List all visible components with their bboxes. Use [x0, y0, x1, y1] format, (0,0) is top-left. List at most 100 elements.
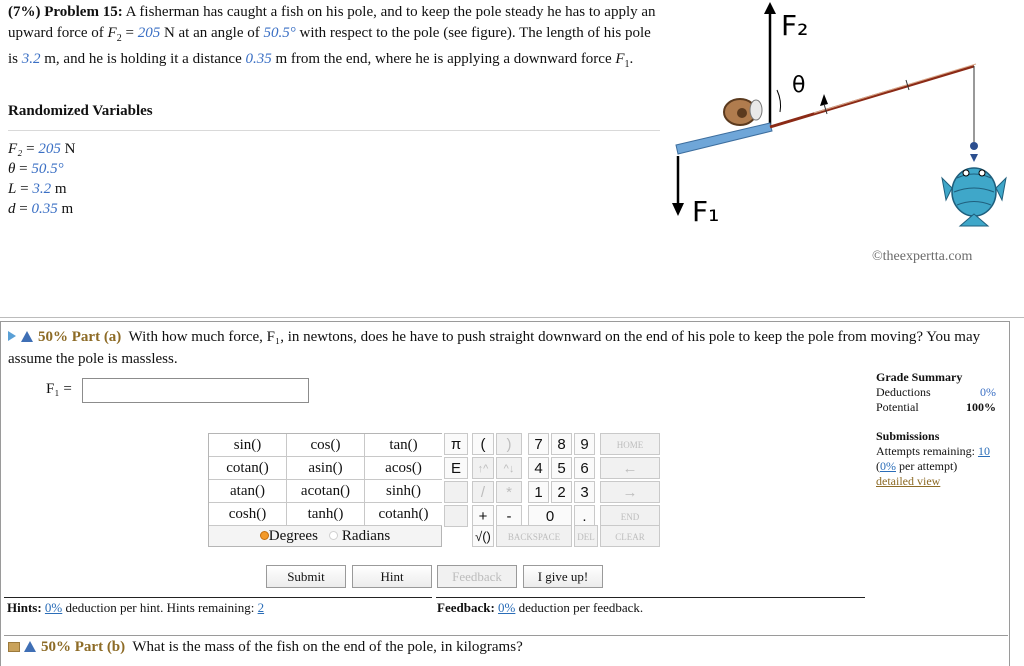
problem-text-1: A fisherman has caught a fish on his pol…	[8, 4, 656, 41]
acotan-button[interactable]: acotan()	[287, 480, 365, 503]
right-arrow-button[interactable]: →	[600, 481, 660, 503]
cotanh-button[interactable]: cotanh()	[365, 503, 442, 526]
angle-mode-row: Degrees Radians	[209, 526, 441, 546]
two-button[interactable]: 2	[551, 481, 572, 503]
give-up-button[interactable]: I give up!	[523, 565, 603, 588]
fish-scales	[956, 173, 992, 179]
eight-button[interactable]: 8	[551, 433, 572, 455]
hints-text: deduction per hint. Hints remaining:	[65, 600, 255, 615]
part-b-divider	[4, 635, 1008, 636]
home-button[interactable]: HOME	[600, 433, 660, 455]
part-b-status-icon	[8, 642, 20, 652]
per-attempt-row: (0% per attempt)	[876, 459, 958, 473]
part-b-heading: 50% Part (b)	[41, 639, 126, 655]
hint-deduction-link[interactable]: 0%	[44, 600, 63, 615]
rod-highlight	[813, 63, 977, 114]
sinh-button[interactable]: sinh()	[365, 480, 442, 503]
detailed-view-link[interactable]: detailed view	[876, 474, 941, 488]
var-unit: N	[64, 141, 76, 157]
function-keypad: sin() cos() tan() cotan() asin() acos() …	[208, 433, 442, 547]
seven-button[interactable]: 7	[528, 433, 549, 455]
sinker	[970, 154, 978, 162]
feedback-text: deduction per feedback.	[518, 600, 644, 615]
acos-button[interactable]: acos()	[365, 457, 442, 480]
problem-title: Problem 15:	[44, 4, 123, 20]
var-length: L = 3.2 m	[8, 181, 67, 197]
one-button[interactable]: 1	[528, 481, 549, 503]
hint-button[interactable]: Hint	[352, 565, 432, 588]
radians-label[interactable]: Radians	[341, 528, 391, 544]
zero-button[interactable]: 0	[528, 505, 572, 527]
var-value: 50.5°	[31, 161, 64, 177]
atan-button[interactable]: atan()	[209, 480, 287, 503]
delete-button[interactable]: DEL	[574, 525, 598, 547]
feedback-deduction-link[interactable]: 0%	[498, 600, 516, 615]
left-arrow-button[interactable]: ←	[600, 457, 660, 479]
numeric-keypad: π ( ) 7 8 9 HOME E ↑^ ^↓ 4 5 6 ← / * 1 2…	[444, 433, 662, 547]
up-button[interactable]: ↑^	[472, 457, 494, 479]
sin-button[interactable]: sin()	[209, 434, 287, 457]
length-value: 3.2	[21, 51, 41, 67]
left-paren-button[interactable]: (	[472, 433, 494, 455]
problem-statement: (7%) Problem 15: A fisherman has caught …	[8, 4, 656, 70]
clear-button[interactable]: CLEAR	[600, 525, 660, 547]
sqrt-button[interactable]: √()	[472, 525, 494, 547]
attempts-remaining-link[interactable]: 10	[977, 444, 990, 458]
problem-text-2: N at an angle of	[163, 24, 260, 41]
var-value: 0.35	[31, 201, 58, 217]
answer-input[interactable]	[82, 378, 309, 403]
six-button[interactable]: 6	[574, 457, 595, 479]
backspace-button[interactable]: BACKSPACE	[496, 525, 572, 547]
f2-label: F₂	[781, 9, 808, 42]
tan-button[interactable]: tan()	[365, 434, 442, 457]
decimal-button[interactable]: .	[574, 505, 595, 527]
attempts-label: Attempts remaining:	[876, 444, 975, 458]
submissions-title: Submissions	[876, 429, 940, 443]
nine-button[interactable]: 9	[574, 433, 595, 455]
theta-tick	[820, 94, 828, 106]
down-button[interactable]: ^↓	[496, 457, 522, 479]
var-f2: F₂ = 205 N	[8, 141, 76, 157]
divide-button[interactable]: /	[472, 481, 494, 503]
tanh-button[interactable]: tanh()	[287, 503, 365, 526]
right-paren-button[interactable]: )	[496, 433, 522, 455]
end-button[interactable]: END	[600, 505, 660, 527]
submit-button[interactable]: Submit	[266, 565, 346, 588]
pi-button[interactable]: π	[444, 433, 468, 455]
answer-label: F₁ =	[46, 381, 72, 397]
degrees-label[interactable]: Degrees	[268, 528, 318, 544]
e-button[interactable]: E	[444, 457, 468, 479]
five-button[interactable]: 5	[551, 457, 572, 479]
part-b-question-text: What is the mass of the fish on the end …	[132, 639, 523, 655]
var-unit: m	[61, 201, 74, 217]
asin-button[interactable]: asin()	[287, 457, 365, 480]
plus-button[interactable]: +	[472, 505, 494, 527]
fishing-figure: F₂ θ F₁	[672, 2, 1007, 228]
var-distance: d = 0.35 m	[8, 201, 74, 217]
problem-text-5: m from the end, where he is applying a d…	[275, 51, 612, 67]
pole-handle	[675, 122, 773, 155]
fish-eye	[962, 169, 970, 177]
radians-radio[interactable]	[329, 531, 339, 540]
part-a-question: 50% Part (a) With how much force, F₁, in…	[8, 326, 1008, 370]
three-button[interactable]: 3	[574, 481, 595, 503]
fish-fin	[995, 176, 1007, 202]
feedback-label: Feedback:	[437, 600, 495, 615]
multiply-button[interactable]: *	[496, 481, 522, 503]
minus-button[interactable]: -	[496, 505, 522, 527]
theta-value: 50.5°	[263, 24, 296, 41]
four-button[interactable]: 4	[528, 457, 549, 479]
f2-value: 205	[137, 24, 161, 41]
fish-eye	[978, 169, 986, 177]
expand-triangle-icon[interactable]	[8, 331, 16, 341]
cosh-button[interactable]: cosh()	[209, 503, 287, 526]
degrees-radio[interactable]	[259, 531, 269, 540]
copyright-watermark: ©theexpertta.com	[872, 249, 973, 264]
part-a-question-text: With how much force, F₁, in newtons, doe…	[8, 329, 981, 367]
hints-remaining-link[interactable]: 2	[257, 600, 265, 615]
cotan-button[interactable]: cotan()	[209, 457, 287, 480]
per-attempt-link[interactable]: 0%	[880, 459, 896, 473]
feedback-button[interactable]: Feedback	[437, 565, 517, 588]
cos-button[interactable]: cos()	[287, 434, 365, 457]
var-theta: θ = 50.5°	[8, 161, 64, 177]
